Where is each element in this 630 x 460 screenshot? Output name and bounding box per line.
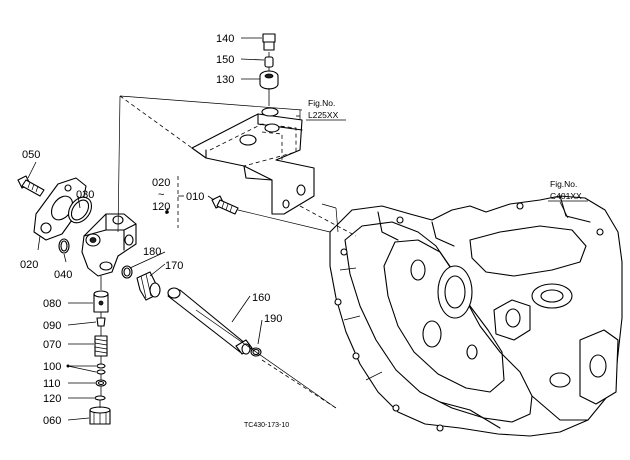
callout-120-range-end: 120	[152, 201, 170, 213]
callout-110: 110	[43, 378, 61, 390]
callout-dot	[165, 210, 169, 214]
callout-100: 100	[43, 361, 61, 373]
valve-stack	[89, 276, 111, 425]
callout-020: 020	[20, 259, 38, 271]
callout-160: 160	[252, 292, 270, 304]
callout-010: 010	[186, 191, 204, 203]
callout-range-separator: ~	[158, 189, 164, 201]
mounting-bracket	[191, 113, 315, 215]
fig-ref-code: C401XX	[550, 191, 582, 201]
callout-170: 170	[165, 260, 183, 272]
callout-020-range-start: 020	[152, 177, 170, 189]
drawing-code: TC430-173-10	[244, 422, 289, 429]
callout-140: 140	[216, 33, 234, 45]
callout-060: 060	[43, 415, 61, 427]
figure-reference-l225: Fig.No. L225XX	[306, 98, 346, 121]
callout-040: 040	[54, 269, 72, 281]
callout-190: 190	[264, 313, 282, 325]
callout-050: 050	[22, 149, 40, 161]
callout-150: 150	[216, 54, 234, 66]
fig-ref-code: L225XX	[308, 110, 339, 120]
callout-070: 070	[43, 339, 61, 351]
callout-dot	[66, 364, 70, 368]
leader-lines	[27, 37, 569, 421]
fig-ref-title: Fig.No.	[308, 98, 335, 108]
callout-090: 090	[43, 320, 61, 332]
callout-130: 130	[216, 74, 234, 86]
callout-120: 120	[43, 393, 61, 405]
callout-labels: 140 150 130 050 030 020 ~ 120 010 020 04…	[20, 33, 282, 427]
transmission-housing	[329, 195, 623, 437]
callout-030: 030	[76, 189, 94, 201]
callout-080: 080	[43, 298, 61, 310]
valve-assembly	[17, 175, 239, 301]
fig-ref-title: Fig.No.	[550, 179, 577, 189]
callout-180: 180	[143, 246, 161, 258]
figure-reference-c401: Fig.No. C401XX	[548, 179, 588, 202]
alignment-lines	[117, 95, 357, 409]
top-fittings	[259, 33, 279, 117]
